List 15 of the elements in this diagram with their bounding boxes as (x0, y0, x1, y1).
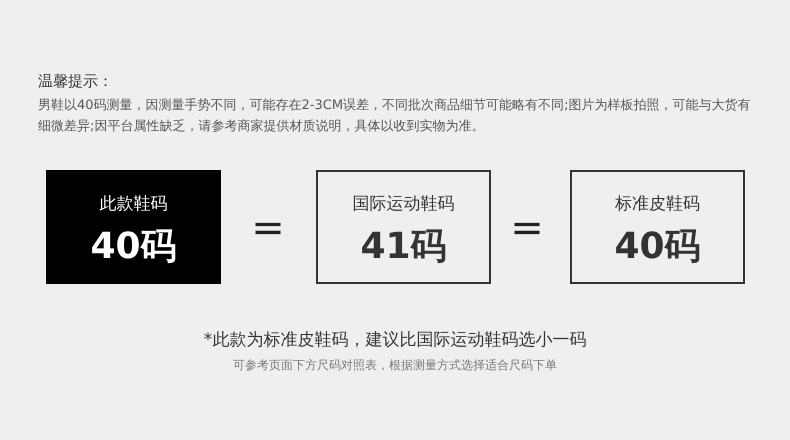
size-value: 40码 (614, 225, 701, 269)
box-heading: 标准皮鞋码 (615, 193, 700, 215)
size-value: 41码 (360, 225, 447, 269)
size-box (570, 170, 745, 284)
size-value: 40码 (90, 225, 177, 269)
size-box (46, 170, 221, 284)
notice-title: 温馨提示： (38, 72, 113, 91)
size-box (316, 170, 491, 284)
note-text: *此款为标准皮鞋码，建议比国际运动鞋码选小一码 (204, 330, 586, 350)
equals-sign: = (251, 205, 285, 251)
notice-text: 男鞋以40码测量，因测量手势不同，可能存在2-3CM误差，不同批次商品细节可能略有不同;图片为样板拍照，可能与大货有细微差异;因平台属性缺乏，请参考商家提供材质说明，具体以收到实物为准。 (38, 98, 750, 134)
box-heading: 国际运动鞋码 (352, 193, 454, 215)
box-heading: 此款鞋码 (100, 193, 168, 215)
hint-text: 可参考页面下方尺码对照表，根据测量方式选择适合尺码下单 (233, 358, 557, 372)
equals-sign: = (510, 205, 544, 251)
